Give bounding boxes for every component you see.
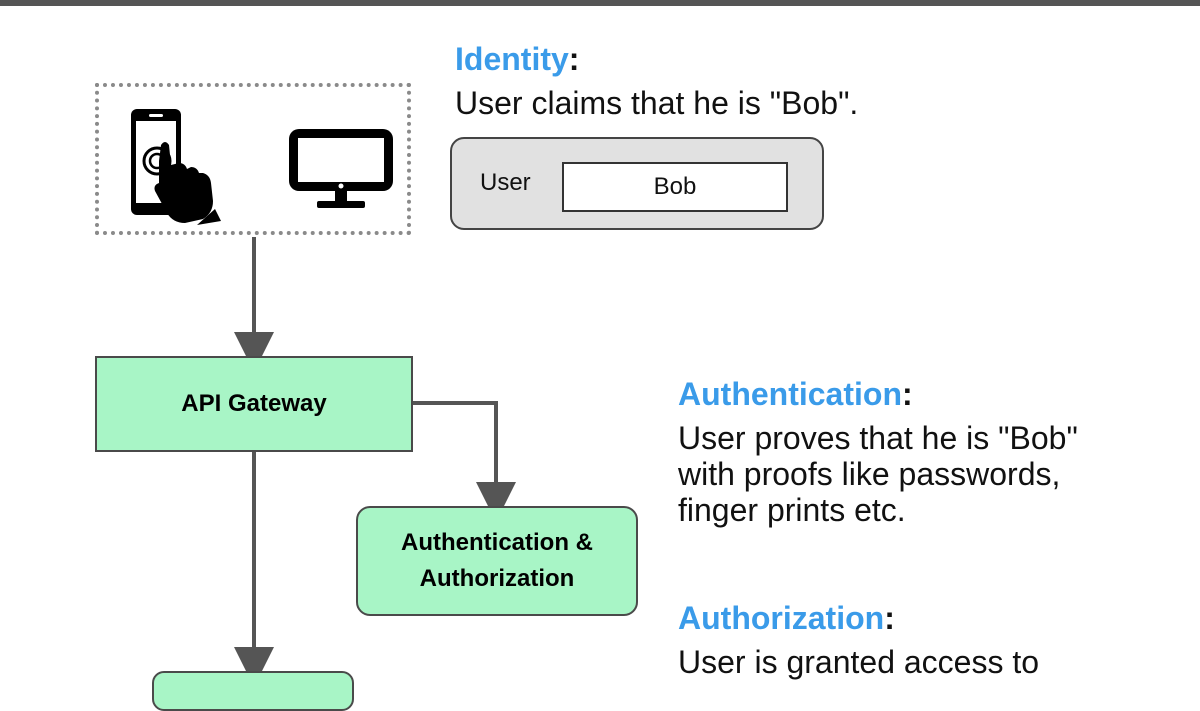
authentication-heading-colon: : [901,376,913,412]
authentication-heading-text: Authentication [678,376,902,412]
client-devices-group [95,83,411,235]
top-bar [0,0,1200,6]
authentication-line: User proves that he is "Bob" [678,420,1078,456]
smartphone-touch-icon [131,109,221,225]
downstream-service-node [152,671,354,711]
connector-layer [234,237,516,675]
authentication-line: finger prints etc. [678,492,906,528]
authentication-description: User proves that he is "Bob" with proofs… [678,420,1078,528]
auth-service-label-line1: Authentication & [401,529,593,556]
auth-service-label-line2: Authorization [419,565,575,592]
authorization-heading-colon: : [884,600,895,636]
gateway-to-auth-arrow [413,401,516,522]
identity-heading: Identity: [455,41,579,78]
api-gateway-label: API Gateway [181,390,327,417]
authorization-heading: Authorization: [678,600,895,637]
identity-heading-text: Identity [455,41,569,77]
user-identity-panel: User Bob [450,137,824,230]
identity-description: User claims that he is "Bob". [455,85,859,121]
auth-service-node: Authentication & Authorization [356,506,638,616]
authorization-line: User is granted access to [678,644,1040,680]
user-field-value: Bob [562,162,788,212]
identity-heading-colon: : [568,41,580,77]
authorization-description: User is granted access to [678,644,1039,680]
authentication-line: with proofs like passwords, [678,456,1061,492]
monitor-icon [289,129,393,208]
api-gateway-node: API Gateway [95,356,413,452]
authentication-heading: Authentication: [678,376,913,413]
authorization-heading-text: Authorization [678,600,885,636]
user-field-label: User [480,169,531,196]
